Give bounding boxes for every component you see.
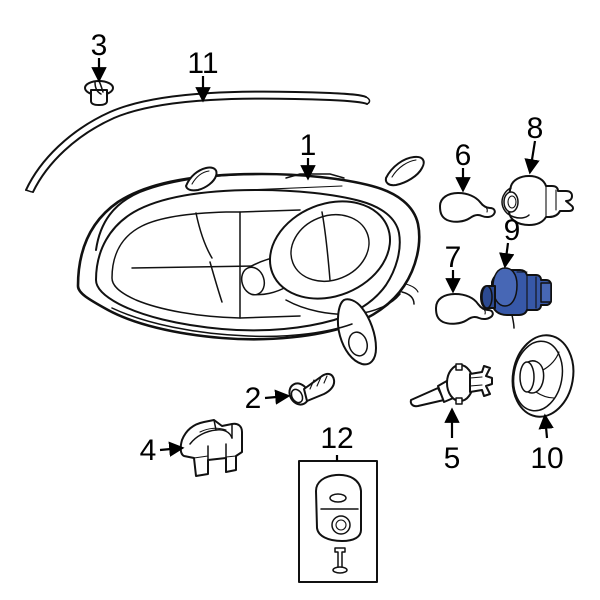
callout-label-4: 4 — [140, 434, 157, 467]
callout-numbers: 1 2 3 4 5 6 7 8 9 10 11 12 — [91, 29, 564, 475]
part-10-bulb-cap — [511, 334, 575, 418]
leader-8 — [524, 140, 540, 175]
part-8-bulb-socket — [501, 175, 574, 226]
callout-label-7: 7 — [445, 241, 462, 274]
leader-2 — [264, 389, 291, 405]
callout-label-6: 6 — [455, 139, 472, 172]
callout-label-11: 11 — [187, 47, 218, 80]
part-12-boxed-component — [298, 455, 378, 583]
headlamp-top-tab-left — [185, 166, 218, 192]
leader-4 — [159, 441, 185, 457]
leader-9 — [499, 242, 515, 269]
callout-label-9: 9 — [504, 214, 521, 247]
callout-label-5: 5 — [444, 442, 461, 475]
part-7-marker-bulb — [435, 293, 494, 325]
part-11-hood-molding — [25, 90, 371, 193]
headlamp-lower-mount-ear — [336, 298, 377, 366]
part-9-socket-highlighted — [480, 267, 552, 329]
part-5-halogen-bulb — [409, 363, 493, 408]
part-6-signal-bulb — [439, 192, 496, 223]
callout-label-1: 1 — [300, 129, 317, 162]
callout-leaders — [91, 58, 554, 457]
part-2-screw — [288, 372, 336, 406]
callout-label-3: 3 — [91, 29, 108, 62]
headlamp-top-tab-right — [384, 155, 425, 187]
callout-label-10: 10 — [530, 442, 563, 475]
leader-10 — [538, 413, 554, 439]
callout-label-2: 2 — [245, 382, 262, 415]
callout-label-8: 8 — [527, 112, 544, 145]
part-1-headlamp-assembly — [76, 155, 425, 366]
callout-label-12: 12 — [320, 422, 353, 455]
